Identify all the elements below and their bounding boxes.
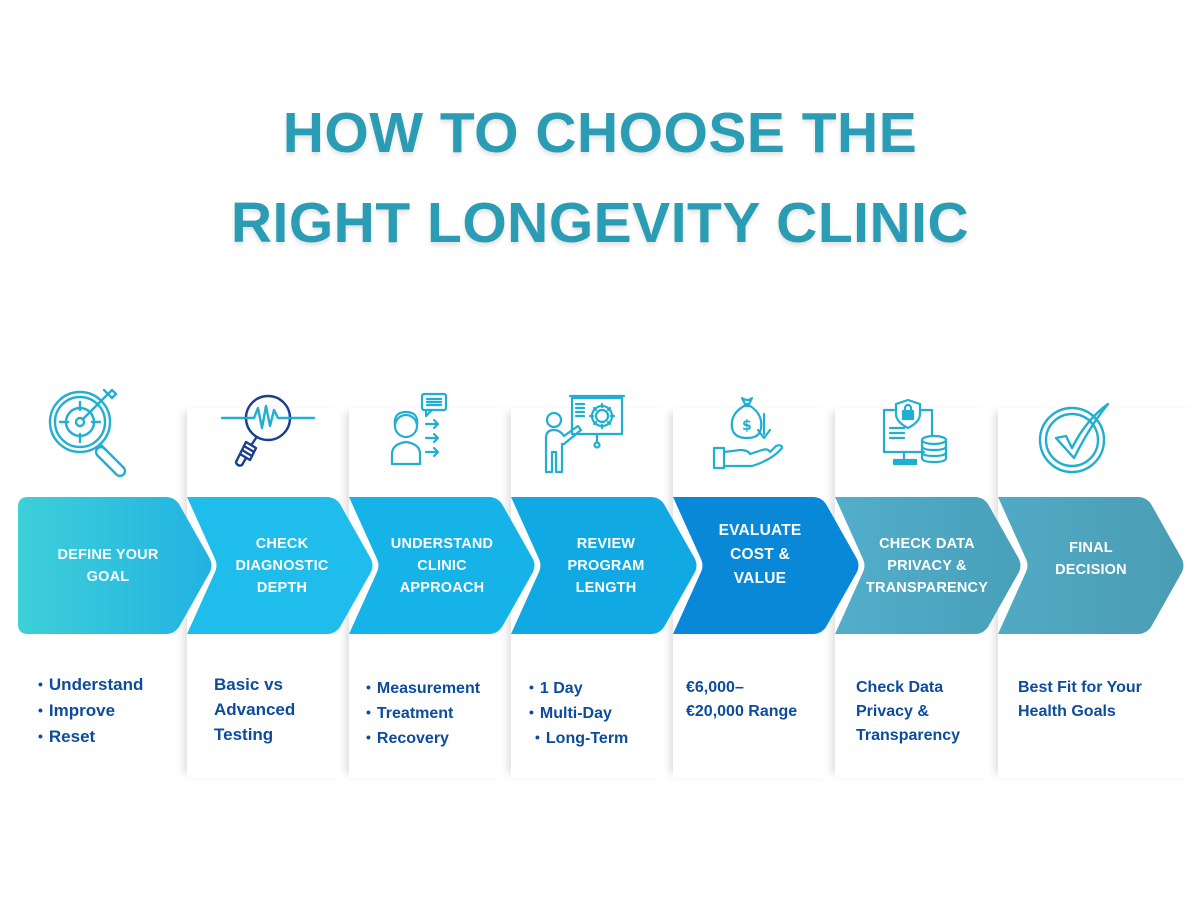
desc-bullet: Recovery: [366, 726, 480, 751]
desc-line: €20,000 Range: [686, 703, 798, 720]
target-magnifier-icon: [38, 385, 138, 478]
step-desc-6: Check Data Privacy & Transparency: [856, 676, 960, 748]
desc-bullet: Measurement: [366, 676, 480, 701]
desc-line: Testing: [214, 725, 274, 744]
check-circle-icon: [1024, 392, 1124, 482]
desc-line: Health Goals: [1018, 703, 1116, 720]
diagnostic-magnifier-icon: [218, 387, 318, 477]
step-desc-5: €6,000– €20,000 Range: [686, 676, 797, 724]
desc-bullet: Long-Term: [535, 726, 628, 751]
desc-line: Check Data: [856, 679, 944, 696]
title-line-1: HOW TO CHOOSE THE: [282, 101, 918, 165]
desc-bullet: Treatment: [366, 701, 480, 726]
desc-bullet: Improve: [38, 698, 143, 724]
desc-bullet: Reset: [38, 724, 143, 750]
step-desc-2: Basic vs Advanced Testing: [214, 672, 295, 747]
step-desc-4: 1 Day Multi-Day Long-Term: [529, 676, 628, 751]
desc-bullet: 1 Day: [529, 676, 628, 701]
page-title: HOW TO CHOOSE THE RIGHT LONGEVITY CLINIC: [0, 88, 1200, 268]
svg-text:$: $: [742, 418, 752, 434]
desc-line: Privacy &: [856, 703, 929, 720]
desc-line: Best Fit for Your: [1018, 679, 1142, 696]
desc-line: €6,000–: [686, 679, 744, 696]
desc-line: Advanced: [214, 700, 296, 719]
money-bag-hand-icon: $: [702, 390, 802, 480]
desc-line: Basic vs: [214, 675, 283, 694]
step-desc-3: Measurement Treatment Recovery: [366, 676, 480, 751]
step-desc-1: Understand Improve Reset: [38, 672, 143, 750]
presentation-gear-icon: [538, 390, 638, 480]
desc-bullet: Multi-Day: [529, 701, 628, 726]
secure-data-monitor-icon: [864, 394, 964, 484]
desc-bullet: Understand: [38, 672, 143, 698]
title-line-2: RIGHT LONGEVITY CLINIC: [230, 191, 970, 255]
consultant-arrows-icon: [380, 388, 480, 478]
step-desc-7: Best Fit for Your Health Goals: [1018, 676, 1142, 724]
desc-line: Transparency: [856, 727, 961, 744]
